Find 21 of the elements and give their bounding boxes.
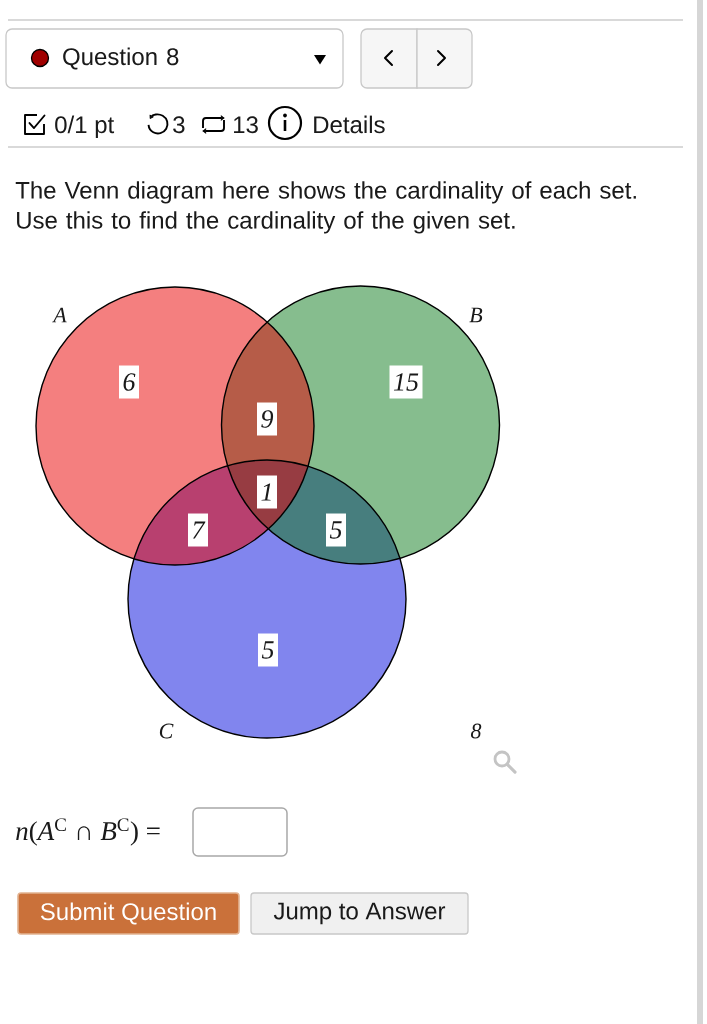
- retries-count: 13: [234, 116, 258, 134]
- set-label: B: [469, 307, 483, 323]
- answer-box: [192, 807, 288, 857]
- question-text: The Venn diagram here shows the cardinality of each set. Use this to find the cardinality of the given set.: [15, 181, 636, 234]
- set-label: C: [159, 723, 174, 739]
- region-count: 5: [258, 633, 278, 667]
- score-text: 0/1 pt: [55, 115, 115, 138]
- attempts-count: 3: [173, 116, 185, 134]
- details-link: Details: [314, 115, 385, 134]
- region-count: 7: [188, 513, 208, 547]
- set-label: A: [52, 307, 67, 323]
- region-count: 15: [389, 365, 423, 399]
- question-dropdown: Question 8: [5, 28, 344, 89]
- region-count: 1: [257, 475, 277, 509]
- region-count: 6: [119, 365, 139, 399]
- submit-button: Submit Question: [17, 892, 240, 935]
- equation: n(A$^{C}$ ∩ B$^{C}$) =: [16, 818, 160, 846]
- region-count: 9: [257, 402, 277, 436]
- region-count: 5: [326, 513, 346, 547]
- universe-count: 8: [470, 723, 482, 739]
- jump-button: Jump to Answer: [250, 892, 469, 935]
